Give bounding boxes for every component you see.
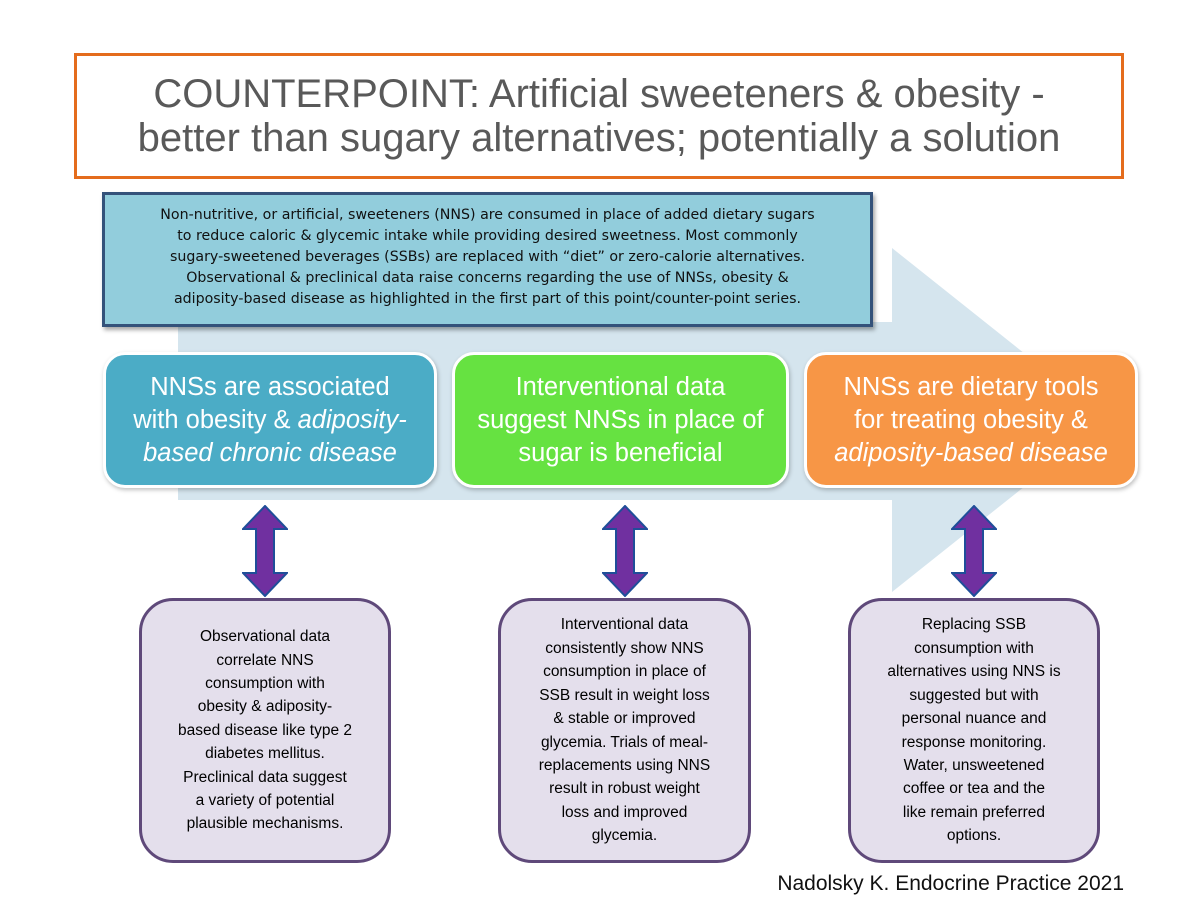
detail-3-line: options. bbox=[946, 827, 1002, 845]
intro-line: to reduce caloric & glycemic intake whil… bbox=[177, 228, 798, 244]
detail-2-line: SSB result in weight loss bbox=[539, 686, 710, 704]
double-arrow-icon bbox=[951, 505, 997, 597]
stage-box-observational: NNSs are associated with obesity & adipo… bbox=[103, 352, 437, 488]
intro-line: Observational & preclinical data raise c… bbox=[186, 270, 789, 286]
title-line-1: COUNTERPOINT: Artificial sweeteners & ob… bbox=[153, 72, 1045, 116]
stage-box-interventional: Interventional data suggest NNSs in plac… bbox=[452, 352, 789, 488]
stage-box-dietary-tools: NNSs are dietary tools for treating obes… bbox=[804, 352, 1138, 488]
detail-2-line: & stable or improved bbox=[553, 710, 696, 728]
detail-1-line: a variety of potential bbox=[195, 792, 335, 810]
detail-1-line: Observational data bbox=[199, 628, 331, 646]
detail-1-line: correlate NNS bbox=[216, 651, 314, 669]
intro-line: adiposity-based disease as highlighted i… bbox=[173, 291, 802, 307]
detail-3-line: coffee or tea and the bbox=[903, 780, 1045, 798]
detail-2-line: consumption in place of bbox=[543, 663, 706, 681]
stage-2-line-3: sugar is beneficial bbox=[518, 438, 723, 467]
detail-2-line: consistently show NNS bbox=[545, 639, 704, 657]
detail-1-line: consumption with bbox=[205, 674, 325, 692]
detail-box-interventional: Interventional data consistently show NN… bbox=[498, 598, 751, 863]
detail-1-line: diabetes mellitus. bbox=[205, 745, 325, 763]
detail-3-line: personal nuance and bbox=[901, 710, 1047, 728]
detail-1-line: Preclinical data suggest bbox=[183, 768, 347, 786]
intro-line: sugary-sweetened beverages (SSBs) are re… bbox=[170, 249, 805, 265]
detail-3-line: like remain preferred bbox=[902, 803, 1046, 821]
detail-3-line: Replacing SSB bbox=[921, 616, 1027, 634]
title-line-2: better than sugary alternatives; potenti… bbox=[137, 116, 1061, 160]
stage-1-line-2b: adiposity- bbox=[297, 405, 407, 434]
stage-2-line-1: Interventional data bbox=[515, 372, 726, 401]
detail-3-line: response monitoring. bbox=[901, 733, 1047, 751]
intro-box: Non-nutritive, or artificial, sweeteners… bbox=[102, 192, 873, 327]
detail-1-line: based disease like type 2 bbox=[177, 721, 353, 739]
stage-3-line-1: NNSs are dietary tools bbox=[843, 372, 1099, 401]
detail-3-line: alternatives using NNS is bbox=[887, 663, 1061, 681]
detail-2-line: glycemia. Trials of meal- bbox=[540, 733, 709, 751]
stage-3-line-3: adiposity-based disease bbox=[834, 438, 1108, 467]
detail-3-line: Water, unsweetened bbox=[903, 756, 1045, 774]
detail-2-line: Interventional data bbox=[560, 616, 689, 634]
stage-3-line-2: for treating obesity & bbox=[854, 405, 1088, 434]
stage-1-line-3: based chronic disease bbox=[143, 438, 397, 467]
double-arrow-icon bbox=[602, 505, 648, 597]
detail-2-line: replacements using NNS bbox=[538, 756, 711, 774]
stage-1-line-2: with obesity & adiposity- bbox=[133, 404, 407, 437]
stage-1-line-2a: with obesity & bbox=[133, 405, 298, 434]
detail-box-dietary-tools: Replacing SSB consumption with alternati… bbox=[848, 598, 1100, 863]
detail-3-line: consumption with bbox=[914, 639, 1034, 657]
double-arrow-icon bbox=[242, 505, 288, 597]
detail-2-line: result in robust weight bbox=[549, 780, 700, 798]
detail-3-line: suggested but with bbox=[909, 686, 1039, 704]
title-box: COUNTERPOINT: Artificial sweeteners & ob… bbox=[74, 53, 1124, 179]
detail-2-line: loss and improved bbox=[561, 803, 688, 821]
stage-2-line-2: suggest NNSs in place of bbox=[477, 405, 764, 434]
detail-2-line: glycemia. bbox=[591, 827, 658, 845]
stage-1-line-1: NNSs are associated bbox=[150, 372, 390, 401]
detail-1-line: obesity & adiposity- bbox=[197, 698, 333, 716]
detail-box-observational: Observational data correlate NNS consump… bbox=[139, 598, 391, 863]
intro-line: Non-nutritive, or artificial, sweeteners… bbox=[160, 207, 815, 223]
citation: Nadolsky K. Endocrine Practice 2021 bbox=[777, 872, 1124, 895]
detail-1-line: plausible mechanisms. bbox=[186, 815, 344, 833]
